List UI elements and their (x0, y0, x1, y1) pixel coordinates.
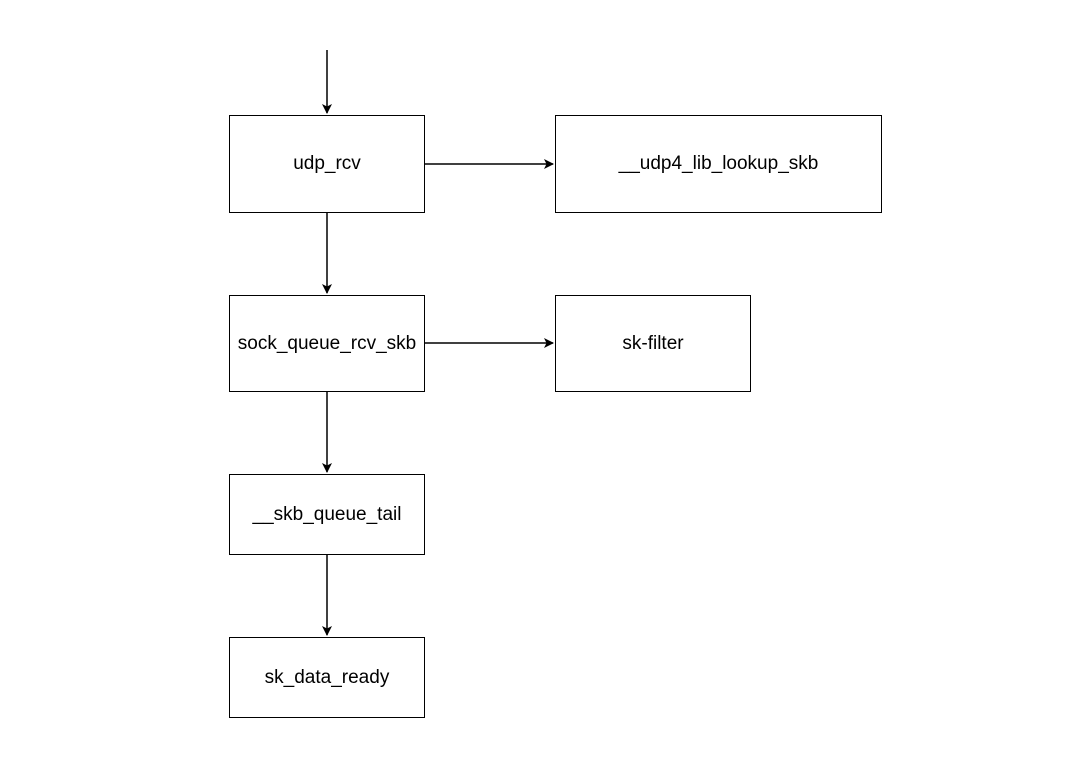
node-udp4-lib-lookup-skb: __udp4_lib_lookup_skb (555, 115, 882, 213)
node-label: udp_rcv (293, 153, 361, 174)
node-label: sock_queue_rcv_skb (237, 332, 417, 354)
node-skb-queue-tail: __skb_queue_tail (229, 474, 425, 555)
node-label: sk_data_ready (264, 666, 390, 688)
node-udp-rcv: udp_rcv (229, 115, 425, 213)
node-label: __udp4_lib_lookup_skb (618, 153, 819, 174)
node-sk-filter: sk-filter (555, 295, 751, 392)
node-sock-queue-rcv-skb: sock_queue_rcv_skb (229, 295, 425, 392)
node-sk-data-ready: sk_data_ready (229, 637, 425, 718)
node-label: sk-filter (622, 332, 684, 354)
node-label: __skb_queue_tail (252, 503, 402, 525)
